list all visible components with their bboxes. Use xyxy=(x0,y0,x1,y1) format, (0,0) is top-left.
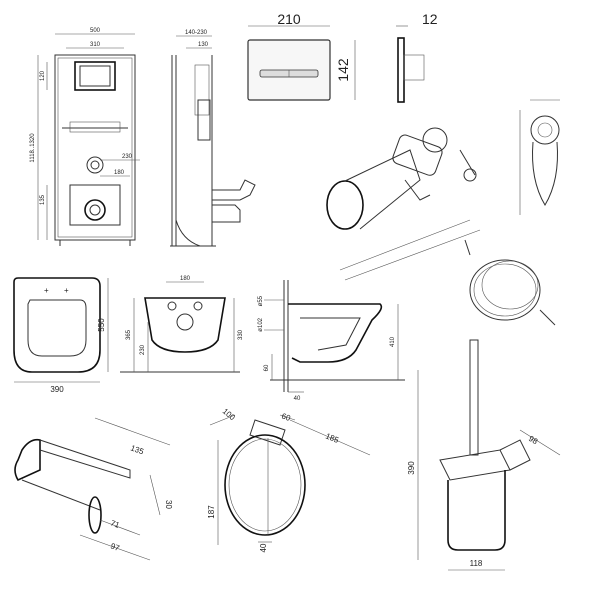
plate-height-label: 142 xyxy=(335,58,351,82)
toilet-back-view: 180 365 230 330 xyxy=(120,276,244,372)
holder-d-label: 97 xyxy=(109,541,121,553)
brush-depth-label: 118 xyxy=(470,559,483,568)
svg-text:+: + xyxy=(64,286,69,295)
toilet-side-d3-label: 40 xyxy=(294,396,301,402)
ring-a-label: 60 xyxy=(280,411,292,423)
shower-head-drawing xyxy=(520,100,560,215)
towel-ring-drawing: 100 60 185 187 40 xyxy=(207,407,370,553)
frame-inner-width-label: 310 xyxy=(90,42,101,48)
ring-e-label: 100 xyxy=(221,407,237,423)
holder-length-label: 135 xyxy=(129,443,145,456)
toilet-top-view: + + 390 550 xyxy=(14,278,108,394)
toilet-back-h2-label: 230 xyxy=(140,344,146,355)
toilet-back-top-label: 180 xyxy=(180,276,191,282)
plate-side-thickness-label: 12 xyxy=(422,11,438,27)
ring-c-label: 187 xyxy=(207,505,216,519)
holder-c-label: 71 xyxy=(109,518,121,530)
paper-holder-drawing: 135 30 71 97 xyxy=(15,418,173,560)
flush-plate-side: 12 xyxy=(396,11,438,102)
ring-b-label: 185 xyxy=(324,432,340,446)
flush-plate-front: 210 142 xyxy=(248,11,355,100)
shower-hose-drawing xyxy=(465,240,555,325)
shower-mixer-drawing xyxy=(327,128,480,280)
toilet-length-label: 550 xyxy=(97,318,106,332)
toilet-side-d2-label: ø102 xyxy=(258,317,264,331)
ring-d-label: 40 xyxy=(259,543,268,552)
toilet-back-h3-label: 330 xyxy=(238,329,244,340)
brush-height-label: 390 xyxy=(407,461,416,475)
toilet-back-h1-label: 365 xyxy=(126,329,132,340)
frame-width-label: 500 xyxy=(90,28,101,34)
holder-height-label: 30 xyxy=(164,500,173,509)
toilet-width-label: 390 xyxy=(50,385,64,394)
toilet-side-d1-label: ø55 xyxy=(258,295,264,306)
frame-top-label: 120 xyxy=(40,70,46,81)
frame-mid2-label: 180 xyxy=(114,170,125,176)
frame-side-depth-label: 140-230 xyxy=(185,30,208,36)
toilet-side-h2-label: 410 xyxy=(390,336,396,347)
installation-frame-front: 500 310 1118..1320 120 230 180 135 xyxy=(30,28,140,246)
toilet-side-h1-label: 60 xyxy=(264,364,270,371)
frame-side-inner-label: 130 xyxy=(198,42,209,48)
svg-text:+: + xyxy=(44,286,49,295)
toilet-side-view: ø55 ø102 60 410 40 xyxy=(258,280,405,402)
toilet-brush-drawing: 390 98 118 xyxy=(407,340,560,570)
frame-mid1-label: 230 xyxy=(122,154,133,160)
frame-height-label: 1118..1320 xyxy=(30,133,36,163)
plate-width-label: 210 xyxy=(277,11,301,27)
frame-low-label: 135 xyxy=(40,194,46,205)
installation-frame-side: 140-230 130 xyxy=(170,30,255,246)
